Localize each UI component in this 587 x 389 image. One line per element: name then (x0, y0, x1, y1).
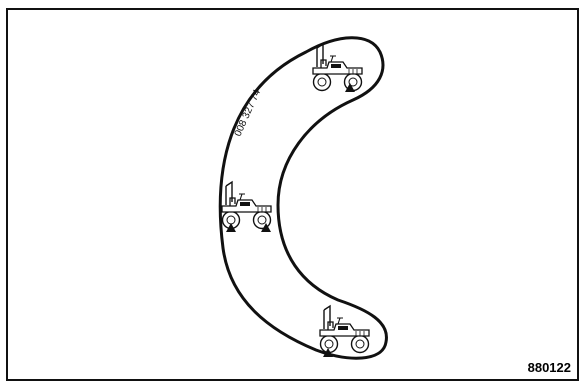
diagram-frame: 008 327 74 880122 (6, 8, 579, 381)
figure-id: 880122 (528, 360, 571, 375)
curved-track (220, 38, 386, 358)
roller-turning-diagram: 008 327 74 (8, 10, 581, 383)
